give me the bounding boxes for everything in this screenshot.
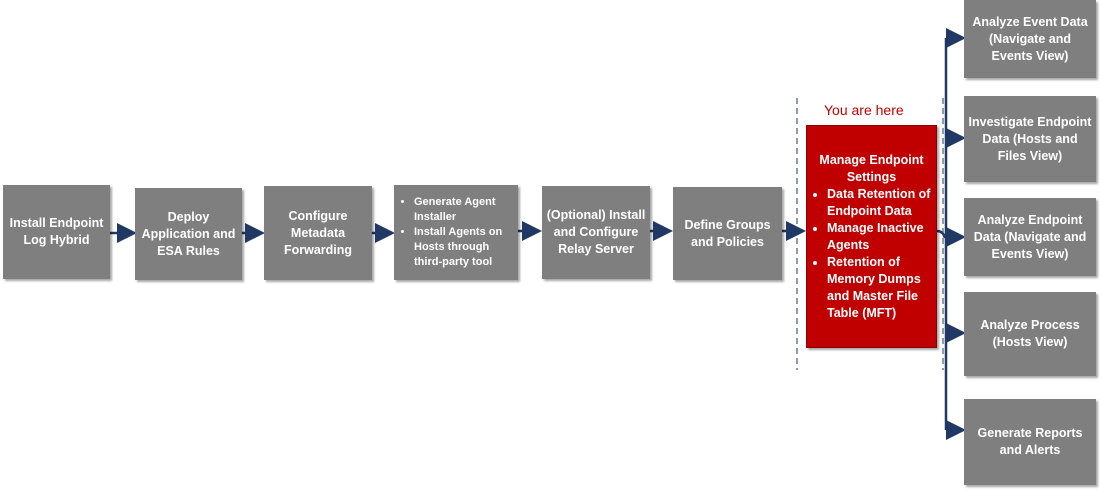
branch-connector: [936, 229, 947, 239]
list-item: Install Agents on Hosts through third-pa…: [414, 225, 514, 270]
step-manage-endpoint-settings: Manage Endpoint Settings Data Retention …: [806, 125, 937, 348]
outcome-analyze-process: Analyze Process (Hosts View): [964, 292, 1096, 376]
step-relay-server: (Optional) Install and Configure Relay S…: [542, 186, 650, 279]
current-step-title: Manage Endpoint Settings: [819, 152, 924, 184]
list-item: Generate Agent Installer: [414, 195, 514, 225]
outcome-analyze-endpoint-data: Analyze Endpoint Data (Navigate and Even…: [964, 198, 1096, 276]
step-agent-installation: Generate Agent Installer Install Agents …: [394, 185, 518, 280]
step-configure-metadata-forwarding: Configure Metadata Forwarding: [264, 186, 372, 280]
outcome-analyze-event-data: Analyze Event Data (Navigate and Events …: [964, 0, 1096, 78]
step-install-endpoint-log-hybrid: Install Endpoint Log Hybrid: [3, 185, 110, 279]
current-step-list: Data Retention of Endpoint Data Manage I…: [811, 186, 932, 322]
agent-step-list: Generate Agent Installer Install Agents …: [398, 195, 514, 270]
outcome-investigate-endpoint-data: Investigate Endpoint Data (Hosts and Fil…: [964, 96, 1096, 182]
list-item: Retention of Memory Dumps and Master Fil…: [827, 254, 932, 322]
step-define-groups-policies: Define Groups and Policies: [673, 187, 782, 280]
outcome-generate-reports-alerts: Generate Reports and Alerts: [964, 399, 1096, 485]
you-are-here-label: You are here: [824, 102, 904, 118]
step-deploy-rules: Deploy Application and ESA Rules: [135, 188, 242, 280]
list-item: Data Retention of Endpoint Data: [827, 186, 932, 220]
list-item: Manage Inactive Agents: [827, 220, 932, 254]
